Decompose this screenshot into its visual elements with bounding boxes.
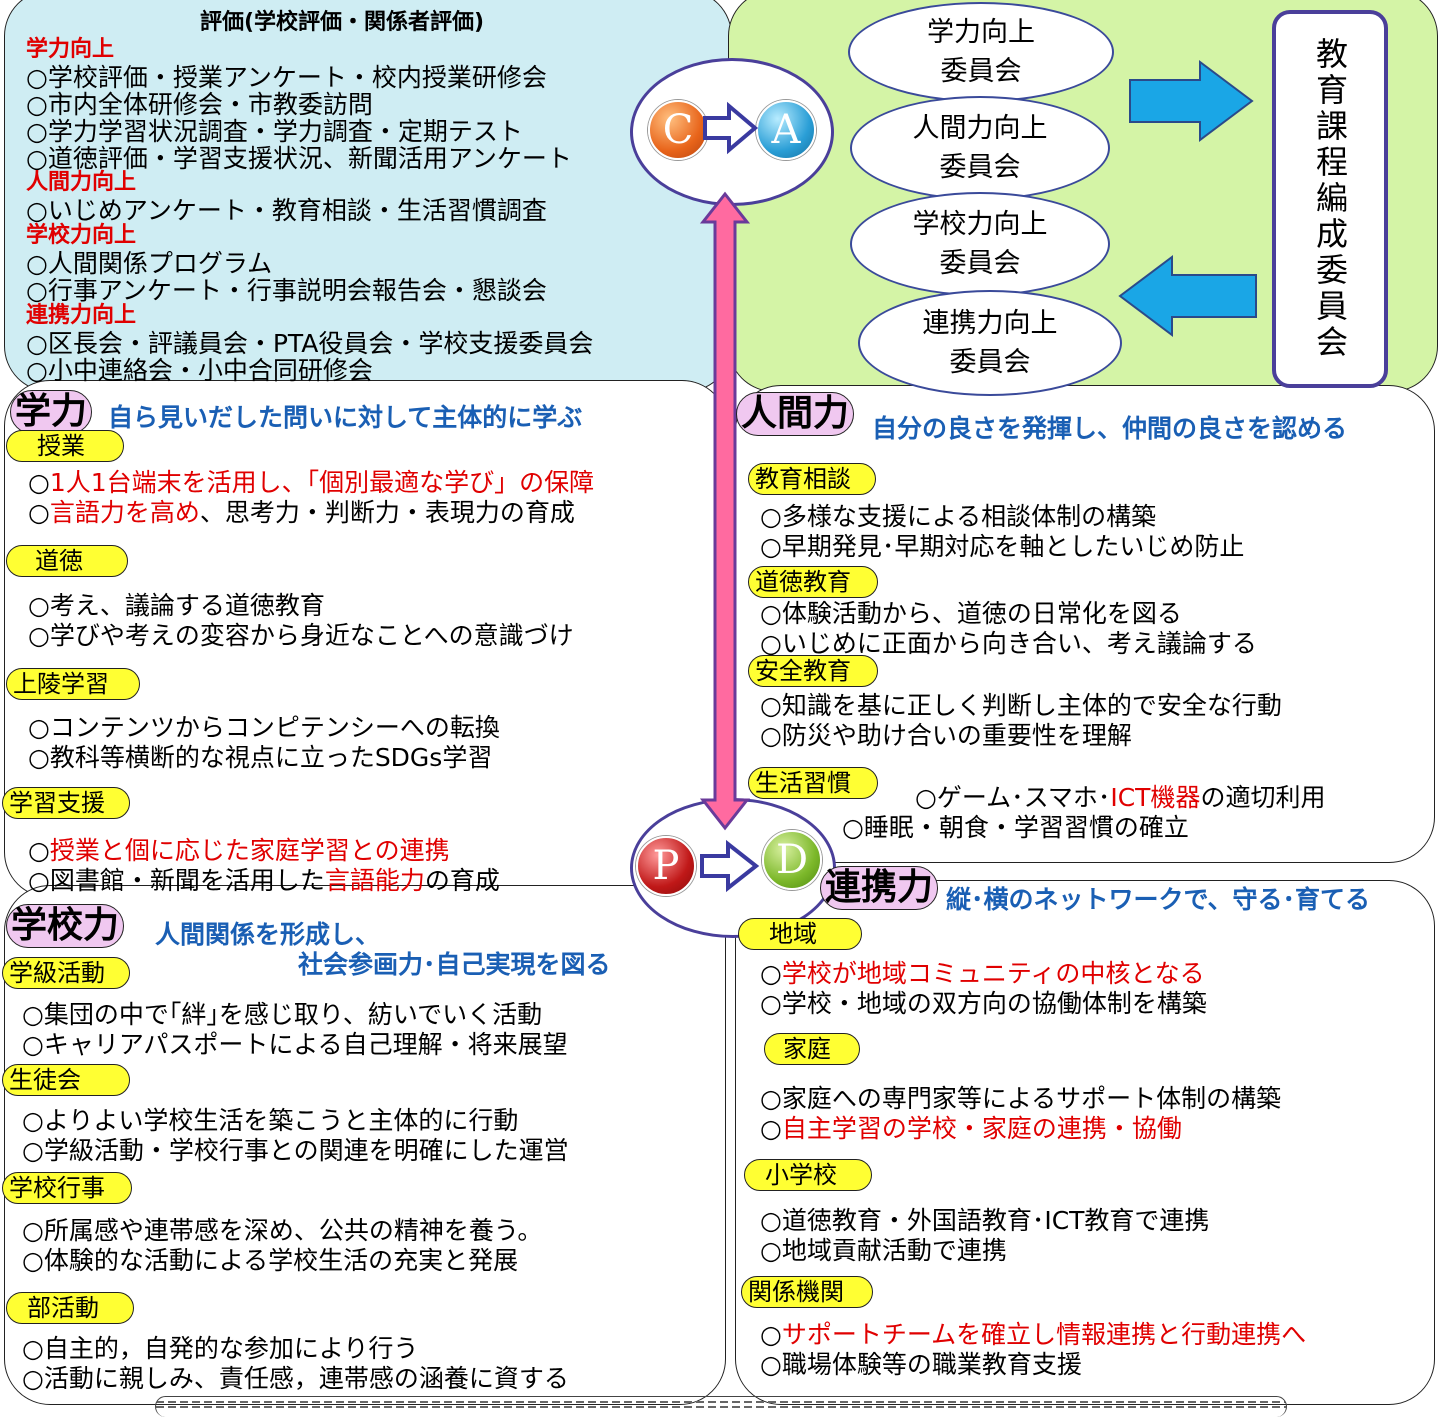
committee-oval-gakuryoku: 学力向上 委員会	[848, 2, 1114, 102]
ningen-item: ○早期発見･早期対応を軸としたいじめ防止	[760, 532, 1245, 561]
joryo-item-2: ○教科等横断的な視点に立ったSDGs学習	[28, 743, 493, 772]
plan-circle-icon: P	[636, 836, 696, 896]
eval-item: ○行事アンケート・行事説明会報告会・懇談会	[26, 276, 547, 305]
committee-suffix: 委員会	[939, 152, 1021, 183]
committee-name: 学力向上	[927, 16, 1035, 48]
tag-kyoiku-sodan: 教育相談	[748, 463, 876, 495]
tag-seikatsu-shukan: 生活習慣	[748, 767, 878, 799]
ningen-item: ○いじめに正面から向き合い、考え議論する	[760, 629, 1257, 658]
gakuryoku-subtitle: 自ら見いだした問いに対して主体的に学ぶ	[108, 403, 583, 432]
committee-oval-ningenryoku: 人間力向上 委員会	[850, 96, 1110, 200]
eval-item: ○道徳評価・学習支援状況、新聞活用アンケート	[26, 144, 572, 173]
committee-suffix: 委員会	[939, 248, 1021, 279]
eval-item: ○いじめアンケート・教育相談・生活習慣調査	[26, 196, 547, 225]
tag-joryo-gakushu: 上陵学習	[6, 668, 140, 700]
double-arrow-icon	[699, 191, 751, 831]
tag-kankei-kikan: 関係機関	[741, 1276, 873, 1308]
kikan-item-1: ○サポートチームを確立し情報連携と行動連携へ	[760, 1320, 1307, 1349]
committee-suffix: 委員会	[949, 347, 1031, 378]
joryo-item-1: ○コンテンツからコンピテンシーへの転換	[28, 713, 500, 742]
shien-item-2: ○図書館・新聞を活用した言語能力の育成	[28, 866, 500, 895]
tag-katei: 家庭	[764, 1033, 860, 1065]
tag-seitokai: 生徒会	[2, 1064, 130, 1096]
eval-item: ○学力学習状況調査・学力調査・定期テスト	[26, 117, 523, 146]
tag-anzen-kyoiku: 安全教育	[748, 655, 878, 687]
right-arrow-icon	[703, 101, 759, 155]
jugyo-item-2: ○言語力を高め、思考力・判断力・表現力の育成	[28, 498, 575, 527]
tag-doutoku: 道徳	[6, 545, 128, 577]
chiiki-item-1: ○学校が地域コミュニティの中核となる	[760, 959, 1205, 988]
eval-item: ○区長会・評議員会・PTA役員会・学校支援委員会	[26, 329, 594, 358]
right-arrow-icon	[1129, 60, 1254, 142]
jugyo-item-1: ○1人1台端末を活用し、「個別最適な学び」の保障	[28, 468, 595, 497]
gakkouryoku-heading: 学校力	[6, 904, 125, 948]
do-circle-icon: D	[762, 830, 822, 890]
left-arrow-icon	[1118, 255, 1257, 337]
eval-heading-gakkouryoku: 学校力向上	[26, 223, 137, 248]
gakkou-item: ○活動に親しみ、責任感，連帯感の涵養に資する	[22, 1364, 569, 1393]
eval-heading-gakuryoku: 学力向上	[26, 37, 115, 62]
committee-suffix: 委員会	[940, 56, 1022, 87]
doutoku-item-2: ○学びや考えの変容から身近なことへの意識づけ	[28, 621, 574, 650]
gakkouryoku-subtitle-1: 人間関係を形成し、	[155, 920, 381, 949]
check-circle-icon: C	[648, 100, 708, 160]
curriculum-committee-label: 教育課程編成委員会	[1311, 37, 1349, 361]
gakkou-item: ○集団の中で｢絆｣を感じ取り、紡いでいく活動	[22, 1000, 543, 1029]
renkeiryoku-subtitle: 縦･横のネットワークで、守る･育てる	[946, 885, 1371, 914]
committee-name: 連携力向上	[922, 307, 1058, 339]
ningen-item: ○防災や助け合いの重要性を理解	[760, 721, 1132, 750]
seikatsu-item-1: ○ゲーム･スマホ･ICT機器の適切利用	[915, 783, 1326, 812]
eval-item: ○学校評価・授業アンケート・校内授業研修会	[26, 63, 547, 92]
evaluation-title: 評価(学校評価・関係者評価)	[200, 10, 485, 35]
kikan-item-2: ○職場体験等の職業教育支援	[760, 1350, 1082, 1379]
evaluation-panel	[4, 0, 732, 392]
renkeiryoku-panel	[735, 880, 1435, 1405]
committee-name: 人間力向上	[912, 112, 1048, 144]
gakkou-item: ○学級活動・学校行事との関連を明確にした運営	[22, 1136, 569, 1165]
committee-name: 学校力向上	[912, 208, 1048, 240]
tag-gakkou-gyoji: 学校行事	[2, 1172, 132, 1204]
katei-item-1: ○家庭への専門家等によるサポート体制の構築	[760, 1084, 1282, 1113]
eval-item: ○小中連絡会・小中合同研修会	[26, 356, 373, 385]
ningenryoku-subtitle: 自分の良さを発揮し、仲間の良さを認める	[872, 414, 1348, 443]
tag-bukatsudo: 部活動	[6, 1292, 134, 1324]
tag-gakushu-shien: 学習支援	[2, 787, 130, 819]
curriculum-committee-box: 教育課程編成委員会	[1272, 10, 1388, 388]
renkeiryoku-heading: 連携力	[820, 866, 939, 910]
seikatsu-item-2: ○睡眠・朝食・学習習慣の確立	[842, 813, 1189, 842]
gakkouryoku-subtitle-2: 社会参画力･自己実現を図る	[298, 950, 611, 979]
gakkou-item: ○よりよい学校生活を築こうと主体的に行動	[22, 1106, 519, 1135]
shien-item-1: ○授業と個に応じた家庭学習との連携	[28, 836, 450, 865]
shogakko-item-1: ○道徳教育・外国語教育･ICT教育で連携	[760, 1206, 1210, 1235]
ningenryoku-heading: 人間力	[736, 392, 855, 436]
ningen-item: ○体験活動から、道徳の日常化を図る	[760, 599, 1182, 628]
committee-oval-gakkouryoku: 学校力向上 委員会	[850, 192, 1110, 296]
ningen-item: ○知識を基に正しく判断し主体的で安全な行動	[760, 691, 1282, 720]
gakkou-item: ○自主的，自発的な参加により行う	[22, 1334, 419, 1363]
chiiki-item-2: ○学校・地域の双方向の協働体制を構築	[760, 989, 1207, 1018]
bottom-dashed-decoration	[155, 1396, 1287, 1417]
gakkou-item: ○所属感や連帯感を深め、公共の精神を養う。	[22, 1216, 543, 1245]
eval-heading-renkeiryoku: 連携力向上	[26, 303, 137, 328]
tag-shogakko: 小学校	[744, 1159, 872, 1191]
eval-item: ○市内全体研修会・市教委訪問	[26, 90, 373, 119]
doutoku-item-1: ○考え、議論する道徳教育	[28, 591, 325, 620]
eval-item: ○人間関係プログラム	[26, 249, 273, 278]
right-arrow-icon	[700, 839, 760, 893]
act-circle-icon: A	[756, 100, 816, 160]
gakuryoku-heading: 学力	[10, 390, 93, 434]
shogakko-item-2: ○地域貢献活動で連携	[760, 1236, 1007, 1265]
committee-oval-renkeiryoku: 連携力向上 委員会	[858, 290, 1122, 396]
tag-doutoku-kyoiku: 道徳教育	[748, 566, 878, 598]
katei-item-2: ○自主学習の学校・家庭の連携・協働	[760, 1114, 1182, 1143]
tag-jugyo: 授業	[6, 430, 124, 462]
tag-gakkyu-katsudo: 学級活動	[2, 957, 130, 989]
gakkou-item: ○キャリアパスポートによる自己理解・将来展望	[22, 1030, 568, 1059]
eval-heading-ningenryoku: 人間力向上	[26, 170, 137, 195]
ningen-item: ○多様な支援による相談体制の構築	[760, 502, 1157, 531]
tag-chiiki: 地域	[738, 918, 862, 950]
gakkou-item: ○体験的な活動による学校生活の充実と発展	[22, 1246, 519, 1275]
